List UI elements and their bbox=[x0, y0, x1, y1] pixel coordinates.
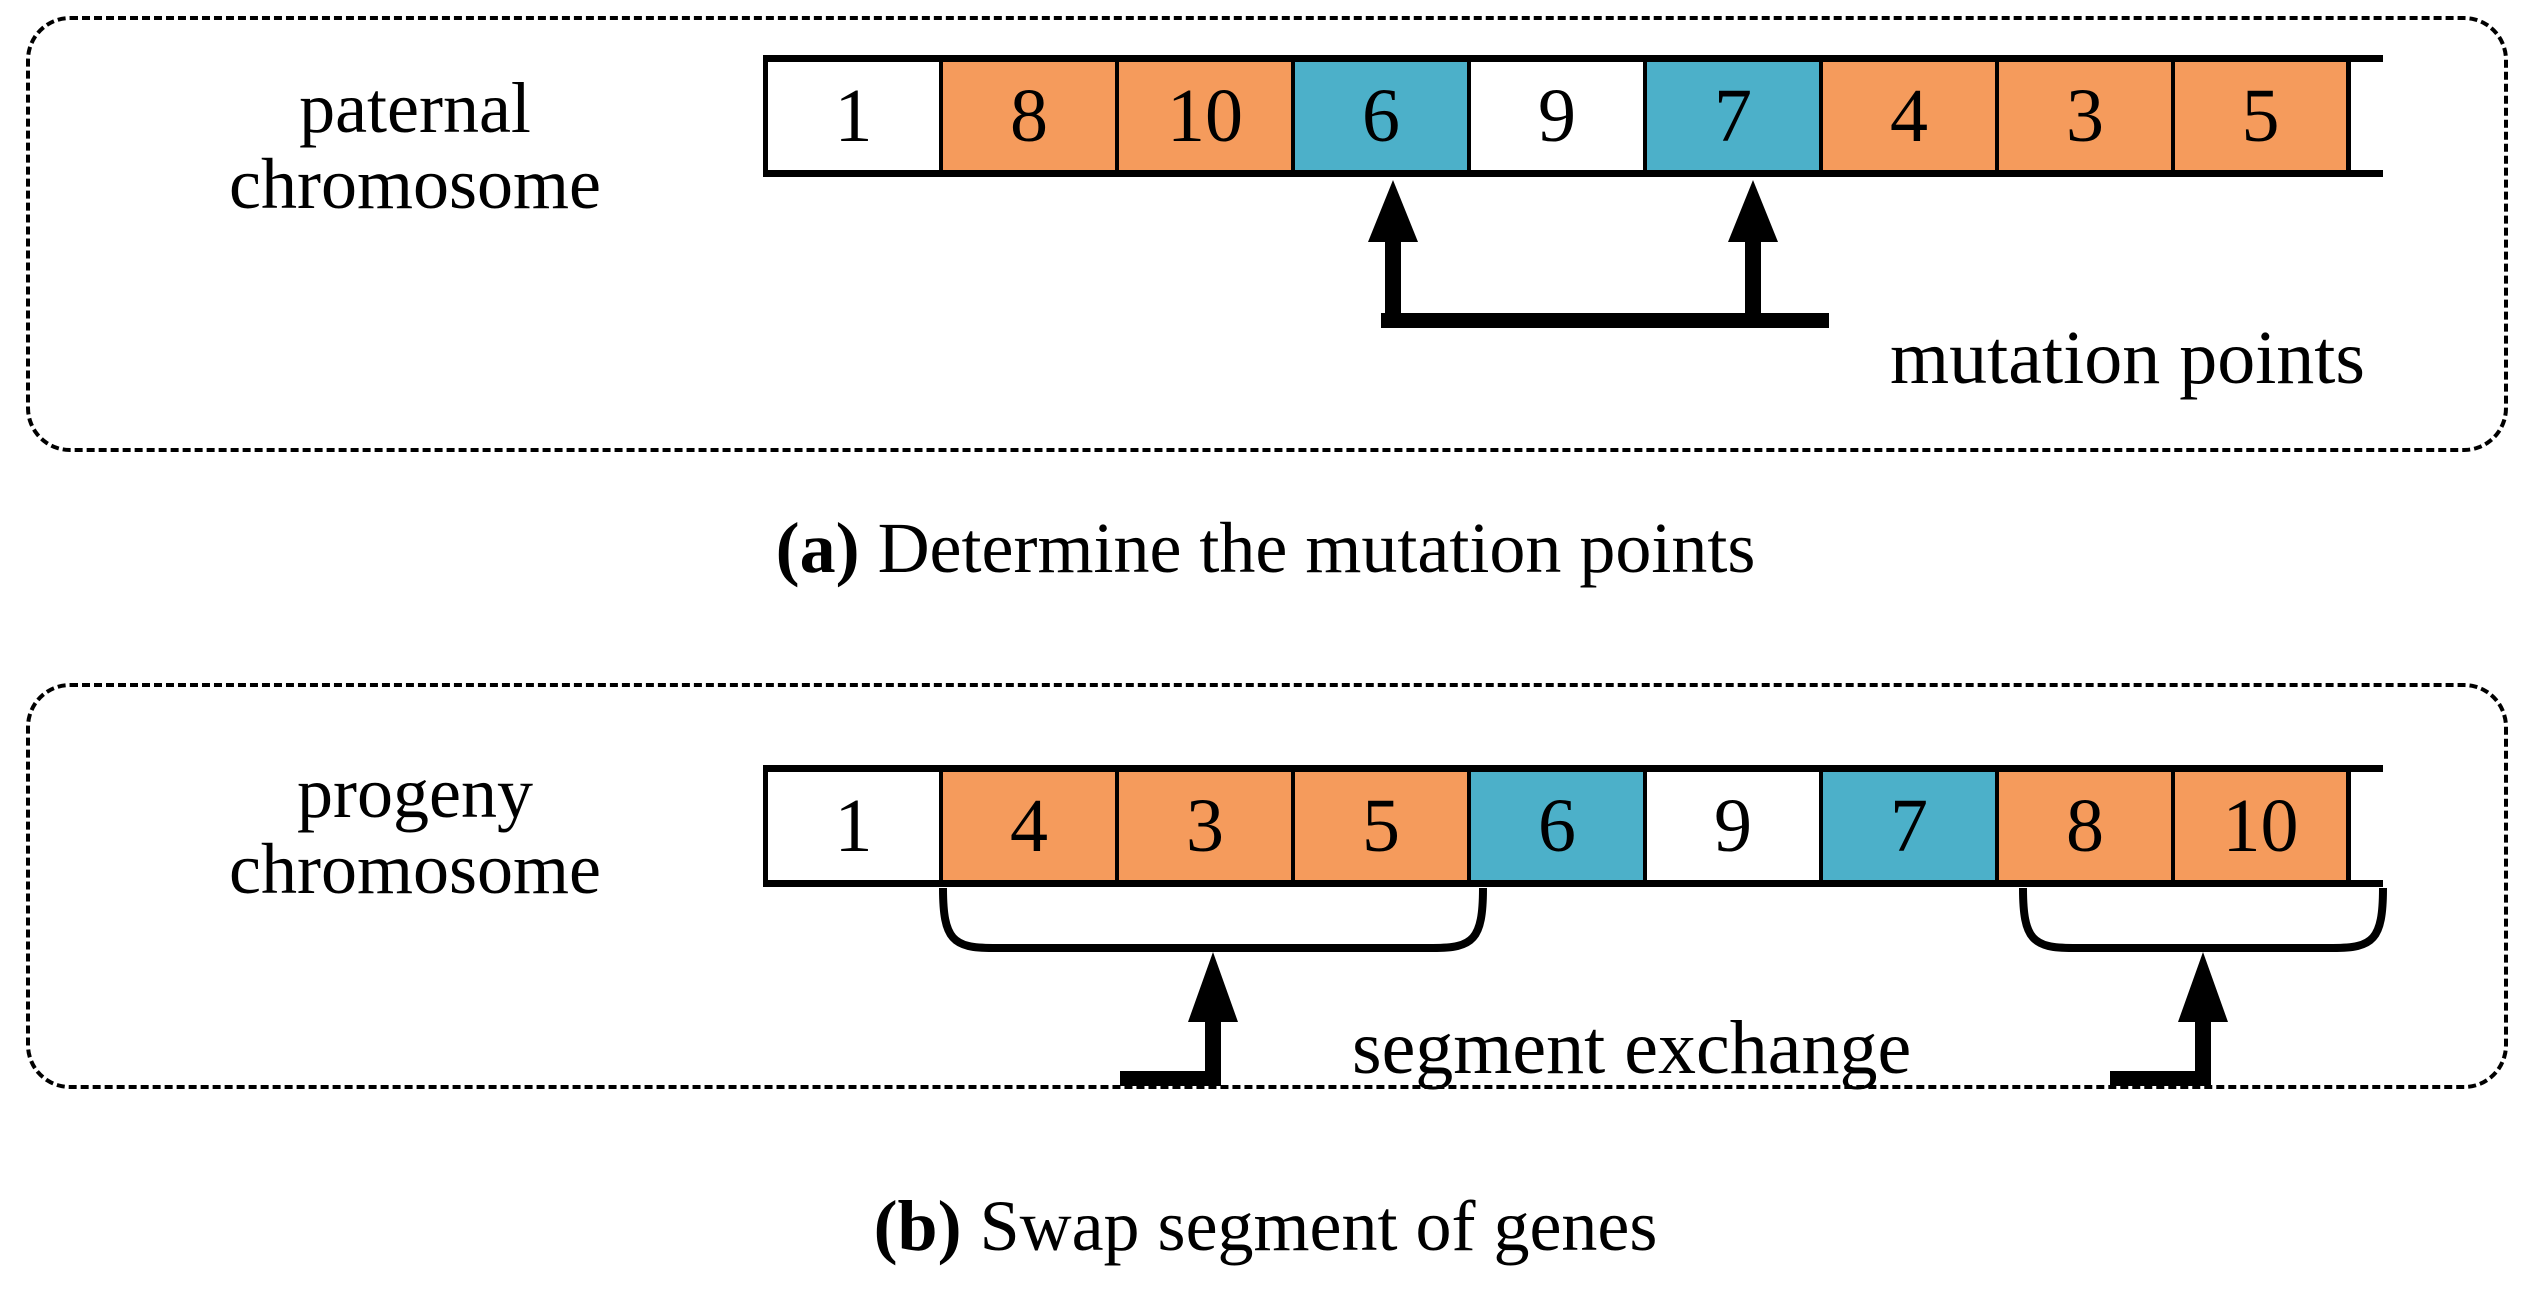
gene-cell-mutation-point: 6 bbox=[1291, 62, 1471, 170]
panel-b-side-label: progeny chromosome bbox=[110, 755, 720, 908]
gene-cell-swapped: 5 bbox=[1291, 772, 1471, 880]
caption-a: (a) Determine the mutation points bbox=[0, 512, 2531, 584]
gene-cell: 10 bbox=[1115, 62, 1295, 170]
panel-a-dashed-border bbox=[26, 16, 2508, 452]
gene-cell: 6 bbox=[1467, 772, 1647, 880]
gene-cell: 4 bbox=[1819, 62, 1999, 170]
gene-cell: 9 bbox=[1643, 772, 1823, 880]
gene-cell-swapped: 10 bbox=[2171, 772, 2351, 880]
segment-exchange-label: segment exchange bbox=[1352, 1006, 1912, 1090]
caption-a-tag: (a) bbox=[775, 508, 860, 588]
caption-b: (b) Swap segment of genes bbox=[0, 1190, 2531, 1262]
gene-cell: 8 bbox=[939, 62, 1119, 170]
caption-b-tag: (b) bbox=[873, 1186, 962, 1266]
gene-cell: 7 bbox=[1819, 772, 1999, 880]
gene-cell: 3 bbox=[1995, 62, 2175, 170]
gene-cell-mutation-point: 7 bbox=[1643, 62, 1823, 170]
panel-a-side-label: paternal chromosome bbox=[110, 70, 720, 223]
gene-cell: 5 bbox=[2171, 62, 2351, 170]
caption-a-text: Determine the mutation points bbox=[859, 508, 1756, 588]
panel-a-side-label-line1: paternal bbox=[299, 68, 531, 148]
gene-cell-swapped: 8 bbox=[1995, 772, 2175, 880]
gene-cell-swapped: 4 bbox=[939, 772, 1119, 880]
paternal-chromosome-strip: 1 8 10 6 9 7 4 3 5 bbox=[763, 55, 2383, 177]
gene-cell: 1 bbox=[763, 62, 943, 170]
panel-b-dashed-border bbox=[26, 683, 2508, 1089]
gene-cell: 9 bbox=[1467, 62, 1647, 170]
mutation-points-label: mutation points bbox=[1890, 316, 2365, 400]
panel-b-side-label-line1: progeny bbox=[297, 753, 533, 833]
panel-b-side-label-line2: chromosome bbox=[229, 829, 601, 910]
panel-a-side-label-line2: chromosome bbox=[229, 144, 601, 225]
caption-b-text: Swap segment of genes bbox=[961, 1186, 1658, 1266]
progeny-chromosome-strip: 1 4 3 5 6 9 7 8 10 bbox=[763, 765, 2383, 887]
gene-cell: 1 bbox=[763, 772, 943, 880]
gene-cell-swapped: 3 bbox=[1115, 772, 1295, 880]
